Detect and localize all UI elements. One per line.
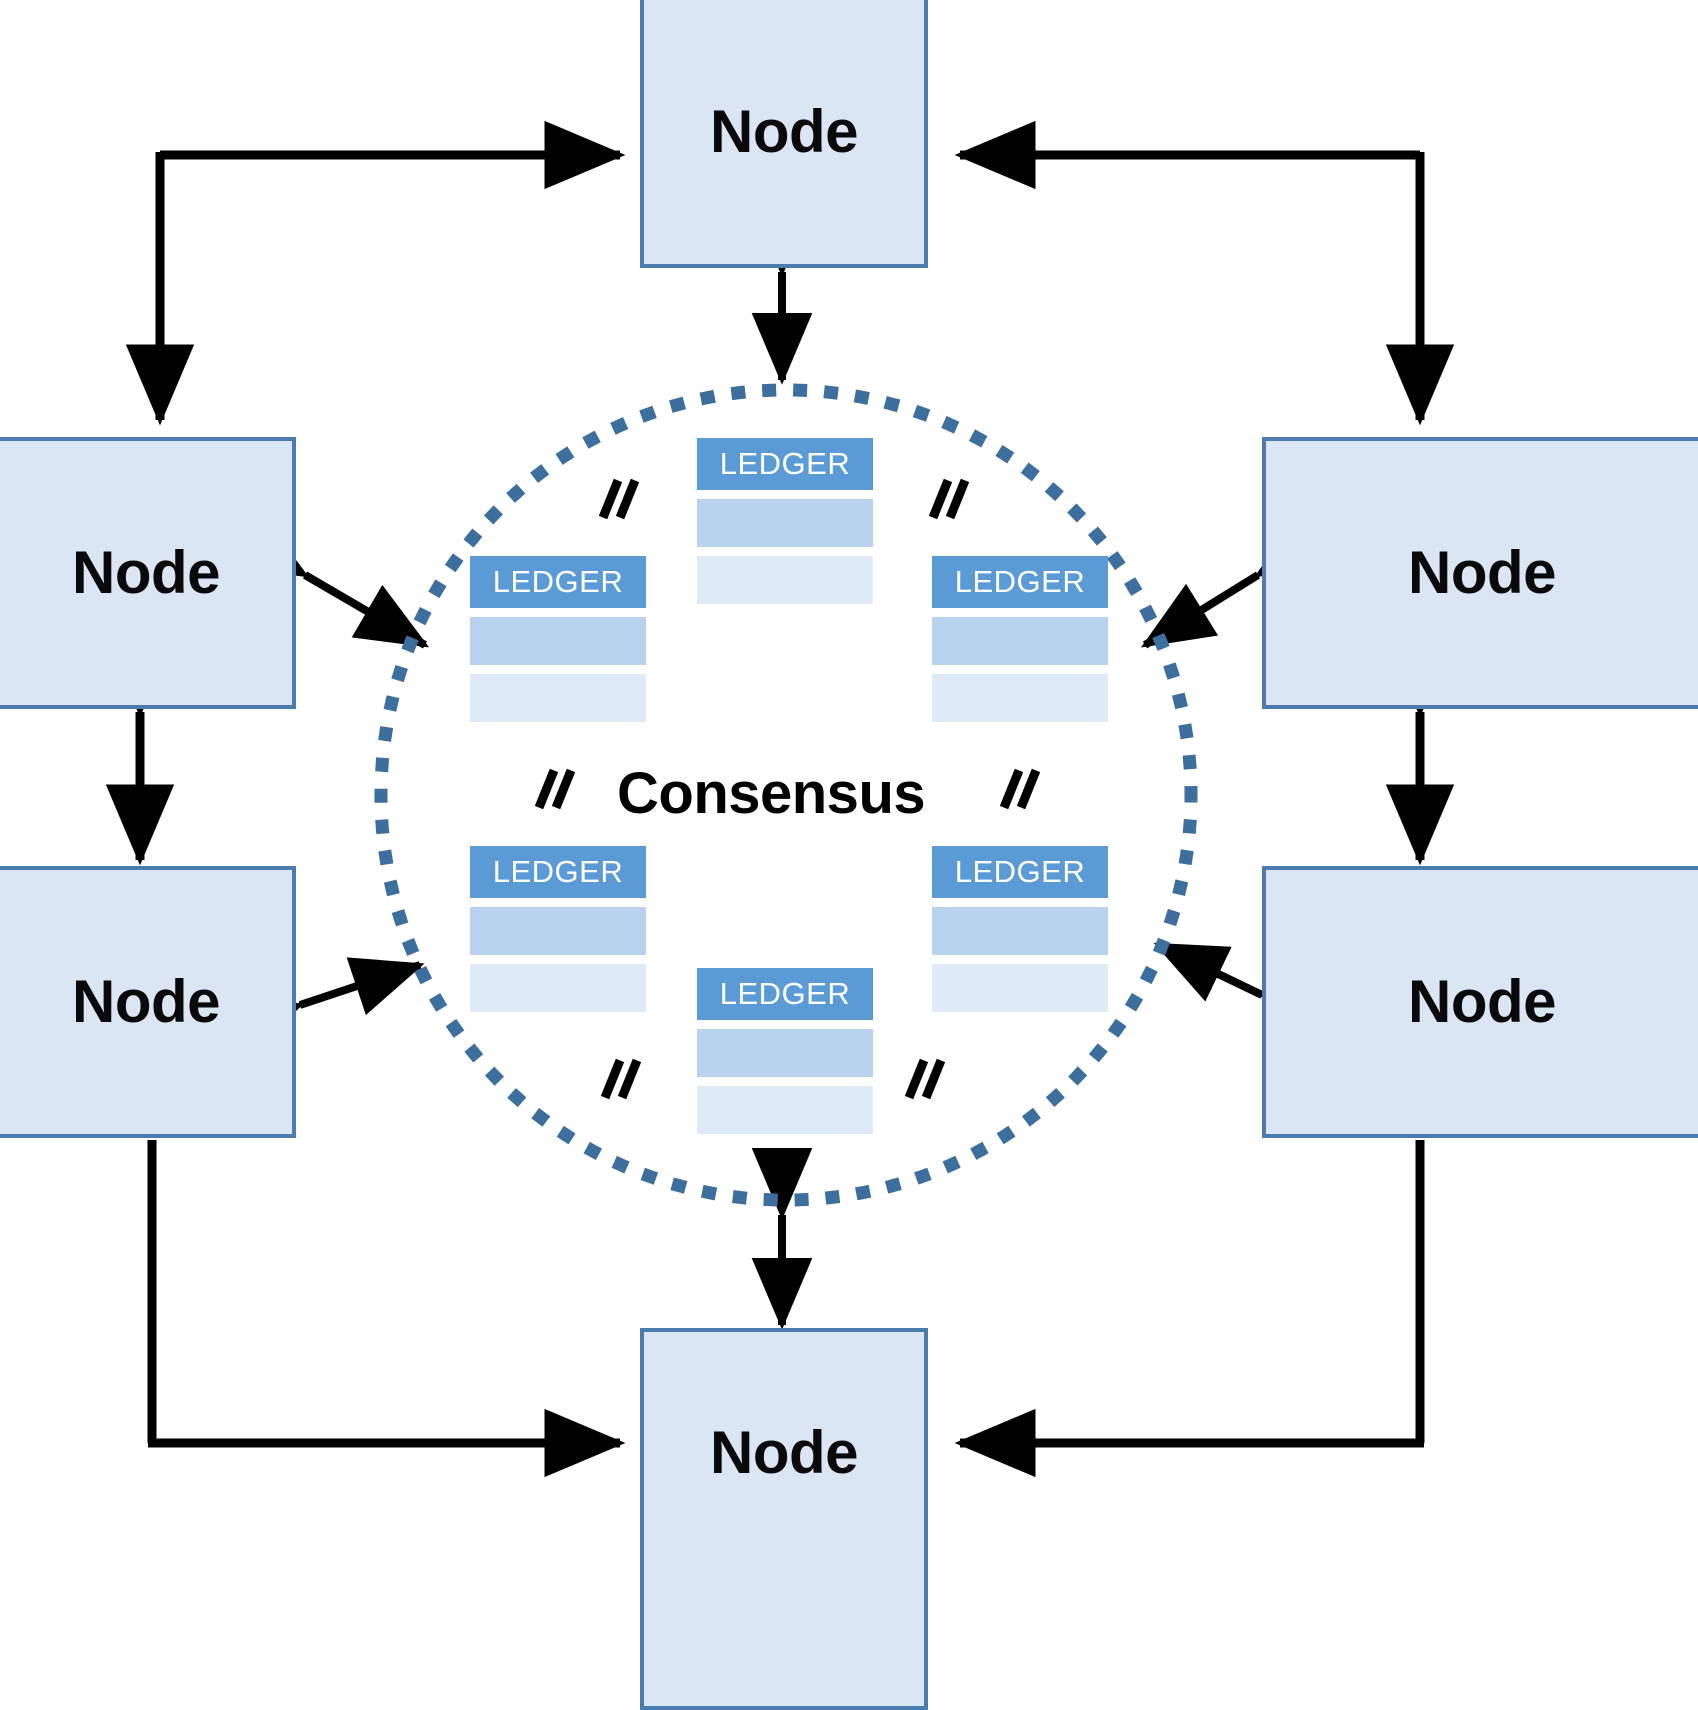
wire-rightupper-to-consensus <box>1140 513 1332 649</box>
equals-icon-lower-left <box>600 1058 642 1100</box>
ledger-bottom-center[interactable]: LEDGER <box>697 968 873 1134</box>
equals-icon-mid-left <box>534 768 576 810</box>
ledger-header: LEDGER <box>932 556 1108 608</box>
equals-icon-upper-left <box>598 478 640 520</box>
equals-icon-upper-right <box>928 478 970 520</box>
node-label: Node <box>710 98 859 165</box>
ledger-row-1 <box>470 907 646 955</box>
wire-rightlower-to-consensus <box>1153 941 1336 1052</box>
node-top[interactable]: Node <box>640 0 928 268</box>
ledger-row-1 <box>697 499 873 547</box>
ledger-upper-right[interactable]: LEDGER <box>932 556 1108 722</box>
wire-bottomleft-ring <box>147 1140 626 1478</box>
wire-bottomright-ring <box>954 1140 1425 1478</box>
ledger-upper-left[interactable]: LEDGER <box>470 556 646 722</box>
wire-leftupper-to-consensus <box>231 514 430 649</box>
ledger-row-2 <box>697 1086 873 1134</box>
ledger-header: LEDGER <box>697 968 873 1020</box>
ledger-header: LEDGER <box>470 556 646 608</box>
ledger-row-1 <box>932 907 1108 955</box>
wire-topright-ring <box>954 120 1455 426</box>
node-bottom[interactable]: Node <box>640 1328 928 1710</box>
node-left-upper[interactable]: Node <box>0 437 296 709</box>
equals-icon-mid-right <box>999 768 1041 810</box>
ledger-top-center[interactable]: LEDGER <box>697 438 873 604</box>
node-right-lower[interactable]: Node <box>1262 866 1698 1138</box>
node-label: Node <box>1408 968 1557 1035</box>
node-label: Node <box>72 539 221 606</box>
ledger-header: LEDGER <box>697 438 873 490</box>
ledger-row-2 <box>697 556 873 604</box>
ledger-row-2 <box>470 674 646 722</box>
ledger-row-1 <box>470 617 646 665</box>
ledger-row-2 <box>932 964 1108 1012</box>
node-label: Node <box>710 1419 859 1486</box>
ledger-row-2 <box>470 964 646 1012</box>
ledger-lower-right[interactable]: LEDGER <box>932 846 1108 1012</box>
ledger-row-1 <box>697 1029 873 1077</box>
ledger-header: LEDGER <box>470 846 646 898</box>
consensus-label: Consensus <box>617 761 926 826</box>
node-right-upper[interactable]: Node <box>1262 437 1698 709</box>
ledger-header: LEDGER <box>932 846 1108 898</box>
ledger-row-1 <box>932 617 1108 665</box>
ledger-lower-left[interactable]: LEDGER <box>470 846 646 1012</box>
node-left-lower[interactable]: Node <box>0 866 296 1138</box>
equals-icon-lower-right <box>904 1058 946 1100</box>
wire-leftlower-to-consensus <box>226 957 425 1056</box>
node-label: Node <box>1408 539 1557 606</box>
wire-topleft-ring <box>125 120 626 426</box>
ledger-row-2 <box>932 674 1108 722</box>
node-label: Node <box>72 968 221 1035</box>
